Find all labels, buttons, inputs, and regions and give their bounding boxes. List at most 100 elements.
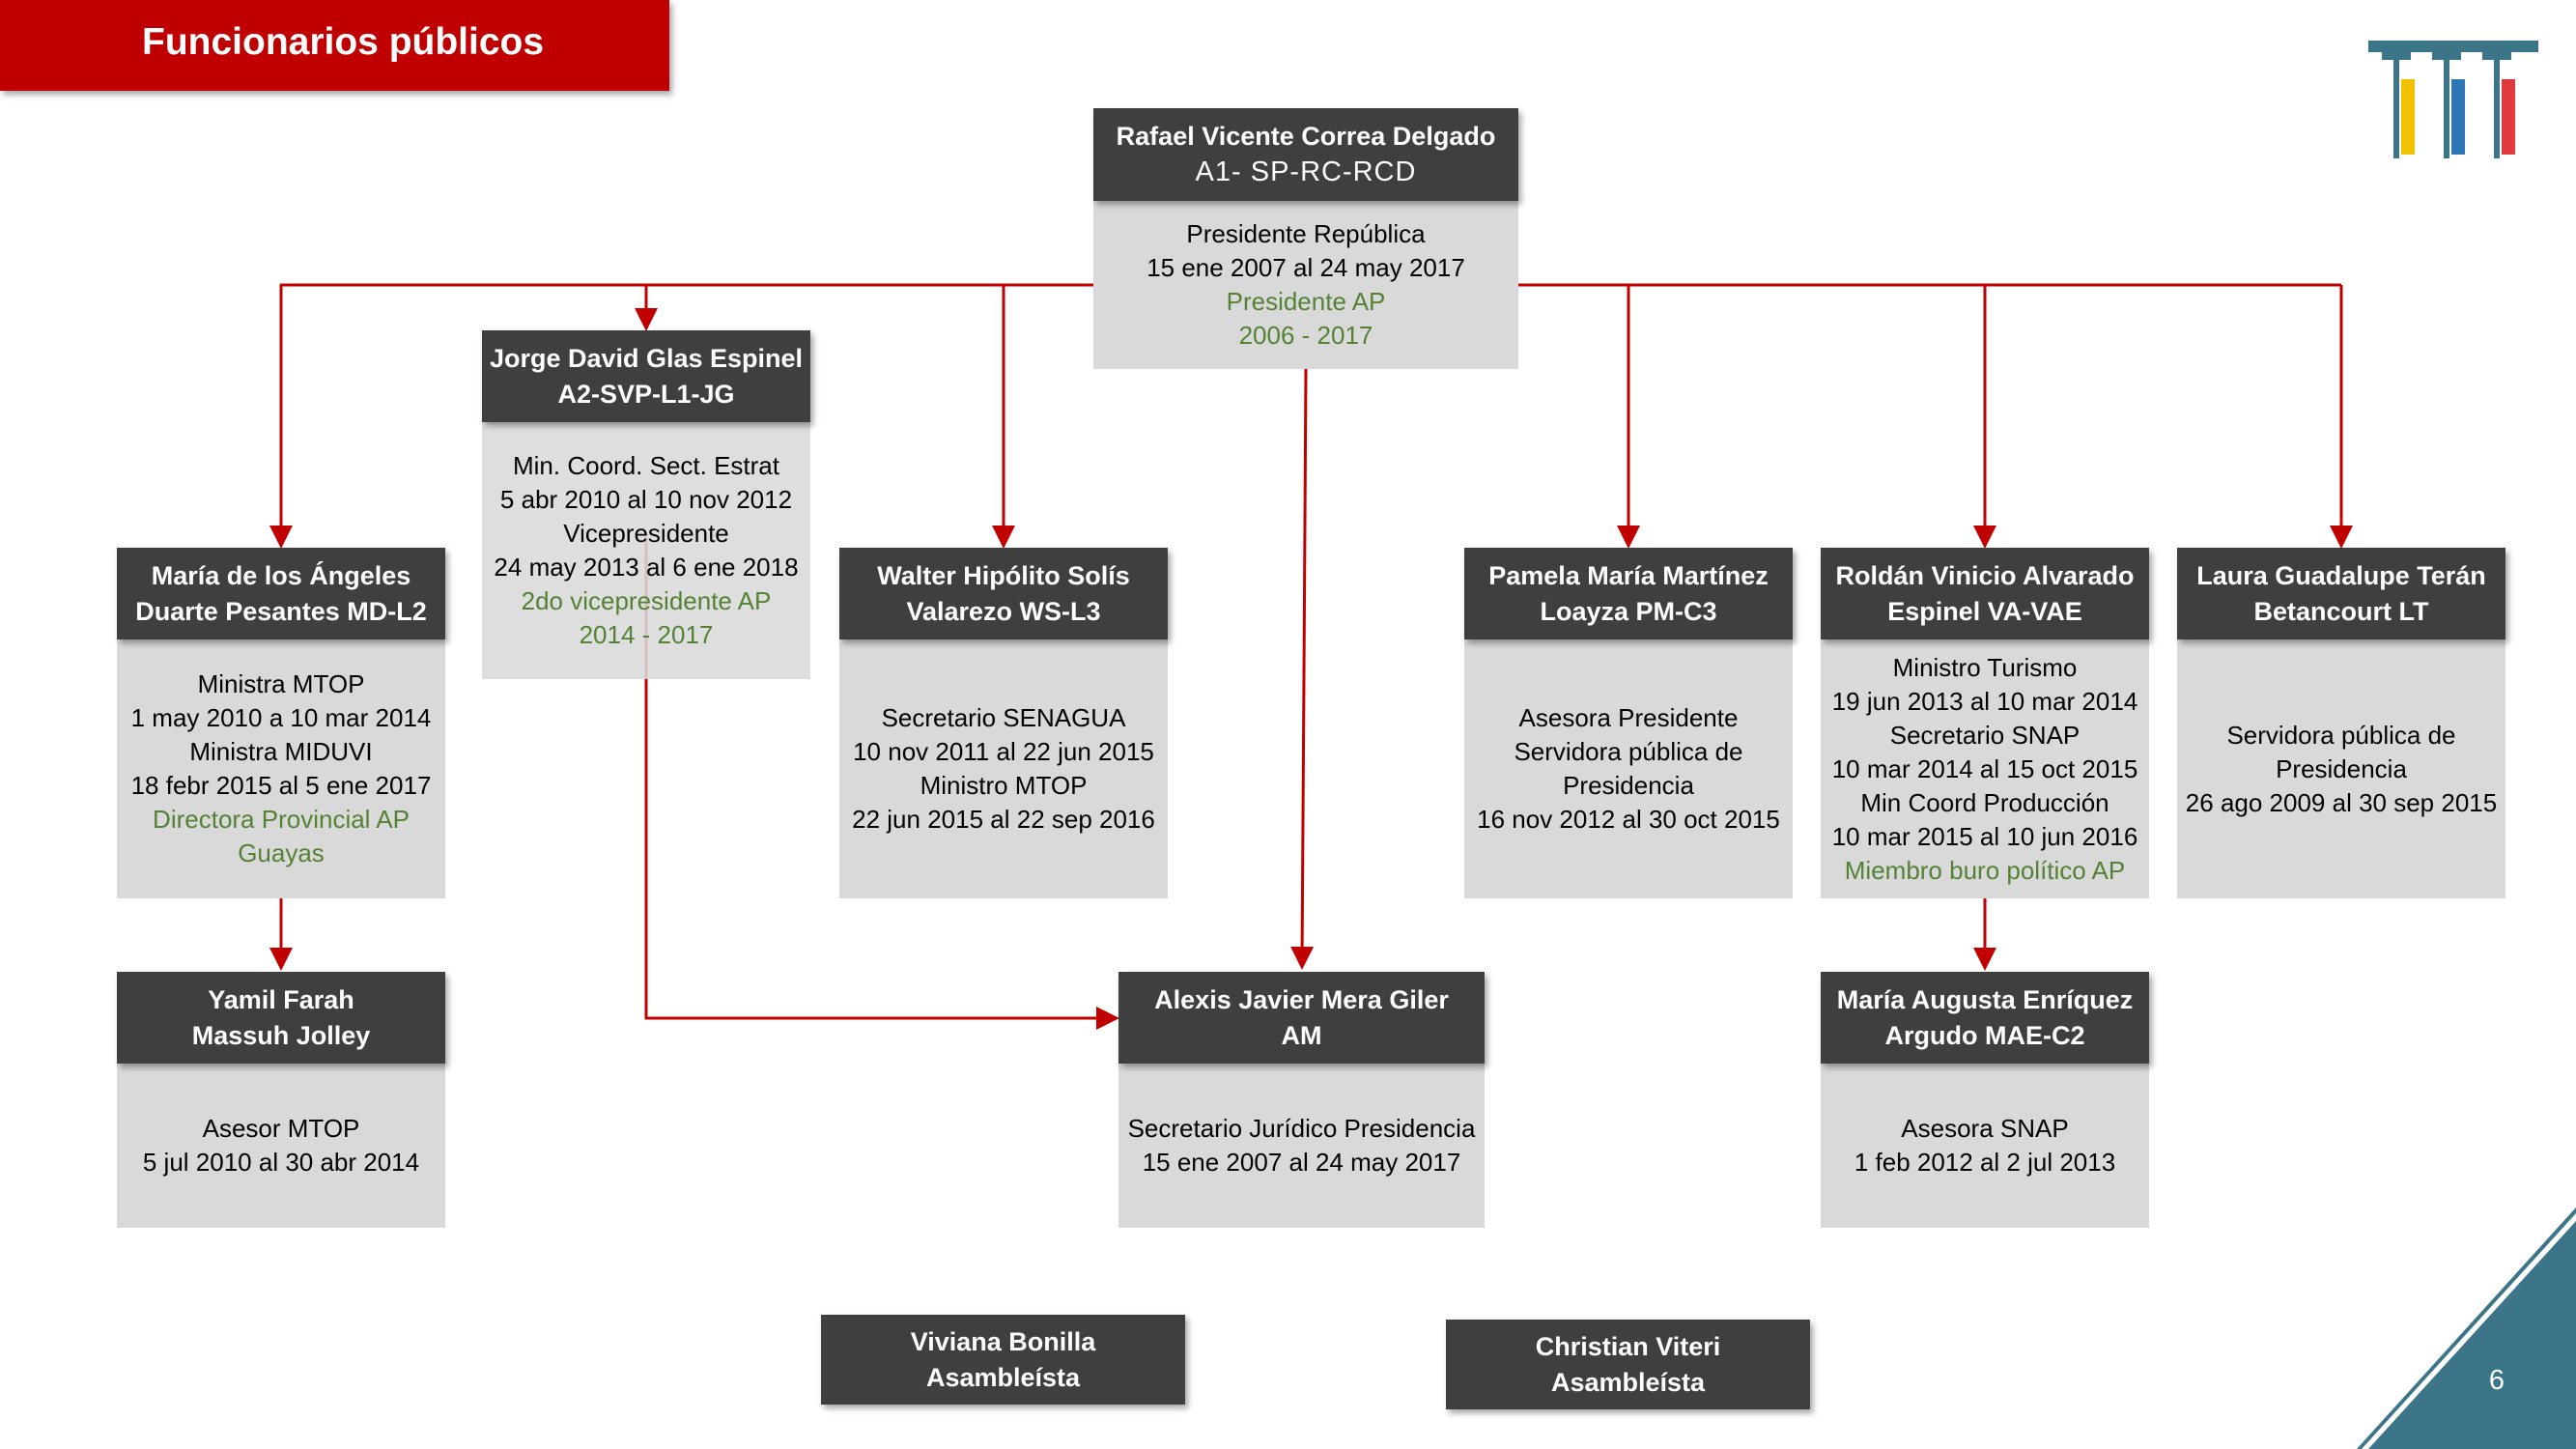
card-enriquez-body: Asesora SNAP 1 feb 2012 al 2 jul 2013 <box>1821 1064 2149 1228</box>
correa-party-role: Presidente AP <box>1226 287 1386 316</box>
glas-line: Min. Coord. Sect. Estrat <box>513 451 779 480</box>
farah-name-2: Massuh Jolley <box>191 1020 371 1050</box>
card-correa: Rafael Vicente Correa Delgado A1- SP-RC-… <box>1093 108 1518 369</box>
glas-line: 5 abr 2010 al 10 nov 2012 <box>499 485 793 514</box>
card-solis-header: Walter Hipólito Solís Valarezo WS-L3 <box>839 548 1168 639</box>
institution-logo-icon <box>2368 41 2538 158</box>
card-duarte-header: María de los Ángeles Duarte Pesantes MD-… <box>117 548 445 639</box>
title-banner: Funcionarios públicos <box>0 0 669 91</box>
teran-line: Servidora pública de <box>2226 720 2456 750</box>
enriquez-line: 1 feb 2012 al 2 jul 2013 <box>1854 1148 2116 1177</box>
card-mera-header: Alexis Javier Mera Giler AM <box>1118 972 1485 1064</box>
card-martinez-body: Asesora Presidente Servidora pública de … <box>1464 639 1793 898</box>
correa-period: 15 ene 2007 al 24 may 2017 <box>1146 253 1465 282</box>
glas-party-line: 2014 - 2017 <box>579 620 714 649</box>
mera-line: Secretario Jurídico Presidencia <box>1127 1114 1476 1143</box>
card-teran-body: Servidora pública de Presidencia 26 ago … <box>2177 639 2505 898</box>
glas-code: A2-SVP-L1-JG <box>557 379 735 409</box>
teran-line: Presidencia <box>2276 753 2407 783</box>
card-viteri-header: Christian Viteri Asambleísta <box>1446 1320 1810 1409</box>
card-viteri: Christian Viteri Asambleísta <box>1446 1320 1810 1409</box>
solis-name-2: Valarezo WS-L3 <box>906 596 1101 626</box>
duarte-name-2: Duarte Pesantes MD-L2 <box>135 596 427 626</box>
duarte-line: Ministra MIDUVI <box>189 737 373 766</box>
enriquez-name-1: María Augusta Enríquez <box>1836 984 2134 1014</box>
card-alvarado: Roldán Vinicio Alvarado Espinel VA-VAE M… <box>1821 548 2149 898</box>
duarte-line: 18 febr 2015 al 5 ene 2017 <box>130 771 432 800</box>
teran-line: 26 ago 2009 al 30 sep 2015 <box>2185 787 2498 817</box>
card-glas: Jorge David Glas Espinel A2-SVP-L1-JG Mi… <box>482 330 810 679</box>
viteri-name-2: Asambleísta <box>1550 1367 1706 1397</box>
martinez-name-2: Loayza PM-C3 <box>1540 596 1717 626</box>
correa-role: Presidente República <box>1186 219 1426 248</box>
alvarado-name-1: Roldán Vinicio Alvarado <box>1835 560 2135 590</box>
card-martinez: Pamela María Martínez Loayza PM-C3 Aseso… <box>1464 548 1793 898</box>
glas-line: 24 may 2013 al 6 ene 2018 <box>494 553 799 582</box>
enriquez-name-2: Argudo MAE-C2 <box>1884 1020 2085 1050</box>
card-teran-header: Laura Guadalupe Terán Betancourt LT <box>2177 548 2505 639</box>
duarte-party-line: Directora Provincial AP <box>153 805 410 834</box>
card-enriquez: María Augusta Enríquez Argudo MAE-C2 Ase… <box>1821 972 2149 1228</box>
alvarado-line: 10 mar 2015 al 10 jun 2016 <box>1831 821 2138 851</box>
correa-name: Rafael Vicente Correa Delgado <box>1116 122 1496 151</box>
solis-line: 10 nov 2011 al 22 jun 2015 <box>853 737 1154 766</box>
card-glas-header: Jorge David Glas Espinel A2-SVP-L1-JG <box>482 330 810 422</box>
card-farah-header: Yamil Farah Massuh Jolley <box>117 972 445 1064</box>
duarte-party-line: Guayas <box>238 838 325 867</box>
farah-line: Asesor MTOP <box>202 1114 360 1143</box>
martinez-name-1: Pamela María Martínez <box>1488 560 1769 590</box>
alvarado-line: Ministro Turismo <box>1892 652 2078 682</box>
correa-code: A1- SP-RC-RCD <box>1195 156 1417 187</box>
arrow-glas-to-mera <box>644 537 1119 1030</box>
viteri-name-1: Christian Viteri <box>1535 1331 1721 1361</box>
martinez-line: 16 nov 2012 al 30 oct 2015 <box>1477 805 1780 834</box>
solis-name-1: Walter Hipólito Solís <box>877 560 1130 590</box>
card-correa-body: Presidente República 15 ene 2007 al 24 m… <box>1093 201 1518 369</box>
card-solis-body: Secretario SENAGUA 10 nov 2011 al 22 jun… <box>839 639 1168 898</box>
alvarado-line: Min Coord Producción <box>1860 787 2109 817</box>
bonilla-name-2: Asambleísta <box>925 1362 1081 1392</box>
martinez-line: Presidencia <box>1563 771 1694 800</box>
alvarado-name-2: Espinel VA-VAE <box>1887 596 2082 626</box>
teran-name-2: Betancourt LT <box>2253 596 2429 626</box>
card-bonilla: Viviana Bonilla Asambleísta <box>821 1315 1185 1405</box>
page-title: Funcionarios públicos <box>142 21 545 63</box>
card-solis: Walter Hipólito Solís Valarezo WS-L3 Sec… <box>839 548 1168 898</box>
page-number: 6 <box>2488 1365 2505 1396</box>
alvarado-line: 19 jun 2013 al 10 mar 2014 <box>1831 686 2138 716</box>
card-duarte: María de los Ángeles Duarte Pesantes MD-… <box>117 548 445 898</box>
card-mera-body: Secretario Jurídico Presidencia 15 ene 2… <box>1118 1064 1485 1228</box>
mera-line: 15 ene 2007 al 24 may 2017 <box>1142 1148 1461 1177</box>
card-alvarado-header: Roldán Vinicio Alvarado Espinel VA-VAE <box>1821 548 2149 639</box>
teran-name-1: Laura Guadalupe Terán <box>2196 560 2486 590</box>
glas-name: Jorge David Glas Espinel <box>489 343 804 373</box>
card-enriquez-header: María Augusta Enríquez Argudo MAE-C2 <box>1821 972 2149 1064</box>
bonilla-name-1: Viviana Bonilla <box>910 1326 1096 1356</box>
alvarado-line: Secretario SNAP <box>1889 720 2081 750</box>
enriquez-line: Asesora SNAP <box>1901 1114 2069 1143</box>
duarte-line: Ministra MTOP <box>197 669 365 698</box>
martinez-line: Servidora pública de <box>1514 737 1743 766</box>
card-correa-header: Rafael Vicente Correa Delgado A1- SP-RC-… <box>1093 108 1518 201</box>
card-martinez-header: Pamela María Martínez Loayza PM-C3 <box>1464 548 1793 639</box>
correa-party-period: 2006 - 2017 <box>1238 321 1373 350</box>
glas-line: Vicepresidente <box>563 519 729 548</box>
duarte-name-1: María de los Ángeles <box>151 560 411 590</box>
solis-line: 22 jun 2015 al 22 sep 2016 <box>852 805 1155 834</box>
arrow-root-to-mera <box>1290 368 1315 970</box>
solis-line: Ministro MTOP <box>920 771 1088 800</box>
alvarado-line: 10 mar 2014 al 15 oct 2015 <box>1831 753 2138 783</box>
mera-name-2: AM <box>1281 1020 1322 1050</box>
card-duarte-body: Ministra MTOP 1 may 2010 a 10 mar 2014 M… <box>117 639 445 898</box>
card-teran: Laura Guadalupe Terán Betancourt LT Serv… <box>2177 548 2505 898</box>
card-bonilla-header: Viviana Bonilla Asambleísta <box>821 1315 1185 1405</box>
solis-line: Secretario SENAGUA <box>881 703 1126 732</box>
card-farah: Yamil Farah Massuh Jolley Asesor MTOP 5 … <box>117 972 445 1228</box>
card-mera: Alexis Javier Mera Giler AM Secretario J… <box>1118 972 1485 1228</box>
martinez-line: Asesora Presidente <box>1518 703 1739 732</box>
card-glas-body: Min. Coord. Sect. Estrat 5 abr 2010 al 1… <box>482 422 810 679</box>
card-alvarado-body: Ministro Turismo 19 jun 2013 al 10 mar 2… <box>1821 639 2149 898</box>
farah-line: 5 jul 2010 al 30 abr 2014 <box>142 1148 420 1177</box>
duarte-line: 1 may 2010 a 10 mar 2014 <box>130 703 432 732</box>
